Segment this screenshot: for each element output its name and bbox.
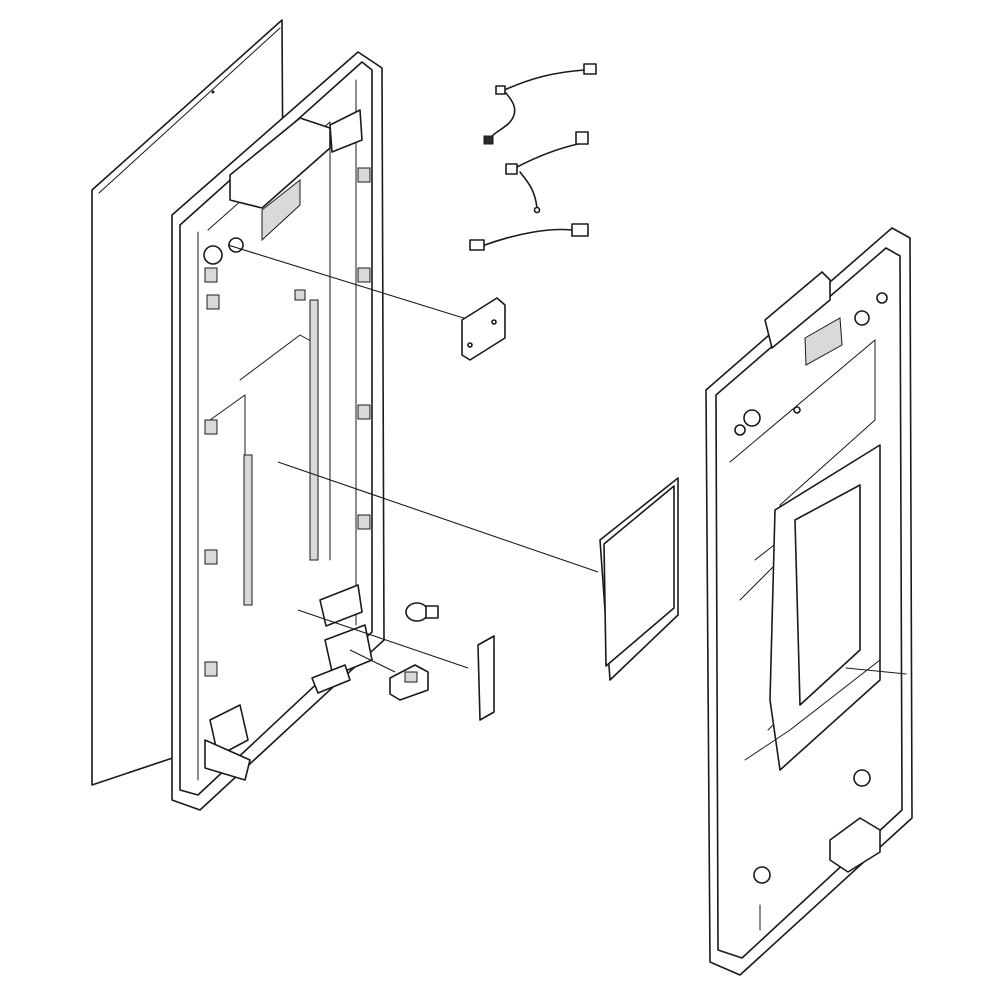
circuit-board[interactable] xyxy=(461,297,506,361)
clip[interactable] xyxy=(389,664,429,701)
insulation-pad[interactable] xyxy=(599,477,679,681)
leader-lines xyxy=(227,244,599,673)
gasket-strip[interactable] xyxy=(477,635,495,721)
frame-tabs xyxy=(204,167,371,677)
wire-harness-2[interactable] xyxy=(505,131,589,214)
screw[interactable] xyxy=(405,602,439,622)
wire-harness-3[interactable] xyxy=(469,223,589,251)
door-panel-frame[interactable] xyxy=(171,51,385,811)
back-cover[interactable] xyxy=(705,227,913,976)
wire-harness-1[interactable] xyxy=(483,63,597,145)
